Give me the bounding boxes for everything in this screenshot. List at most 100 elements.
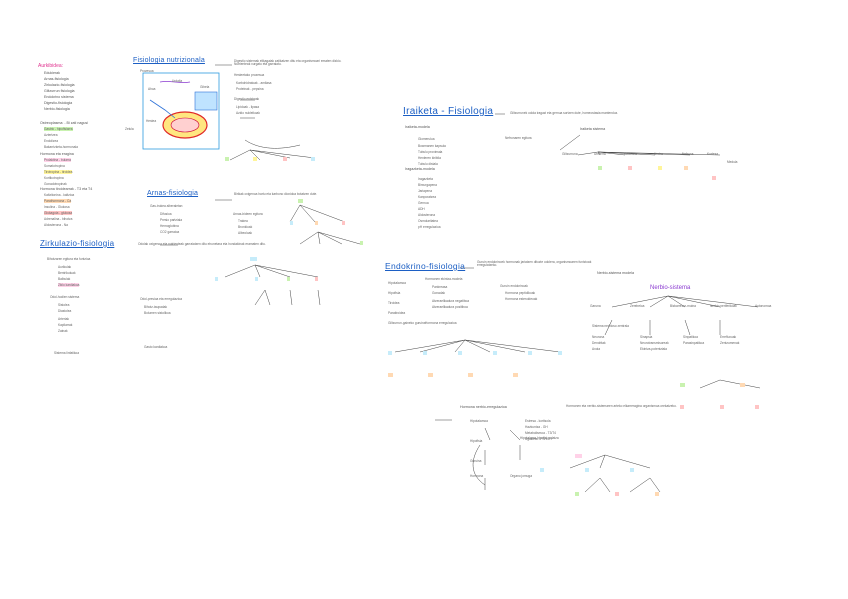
endokrino-title: Endokrino-fisiologia <box>385 262 465 271</box>
hormona-note: Hormonen eta nerbio-sistemaren arteko el… <box>566 405 716 408</box>
zirkulazio-note: Odolak oxigenoa eta nutrienteak garraiat… <box>138 243 266 246</box>
list-item: Tiroidea <box>388 302 399 305</box>
giltzurrun-tree: Giltzurruna Ureterra Maskuria Uretra Nef… <box>562 153 742 203</box>
list-b-title: Hormona eta eragina <box>40 153 74 157</box>
flow-node: Hormona <box>470 475 483 478</box>
giltzurrun-tree-root: Iraiketa sistema <box>580 128 605 132</box>
zirkulazio-title: Zirkulazio-fisiologia <box>40 240 114 248</box>
flow-node: Hipotalamoa <box>470 420 488 423</box>
endokrino-sub-1: Hormonen ekintza-modela <box>425 278 462 281</box>
arnas-sub-2: Arnas-bideen egitura <box>233 213 263 216</box>
list-item: Kaltzitonina - kaltzioa <box>44 194 74 197</box>
list-item: Gernua <box>418 202 429 205</box>
hormona-tree <box>530 455 710 545</box>
list-item: Paratiroidea <box>388 312 405 315</box>
list-item: Ziklo kardiakoa <box>58 283 79 287</box>
list-item: Bowmanen kapsula <box>418 145 446 148</box>
zirkulazio-sub-4: Sistema linfatikoa <box>54 352 79 355</box>
diagram-label: Hestea <box>146 120 156 123</box>
diagram-label: Ahoa <box>148 88 155 91</box>
list-item: Diastolea <box>58 310 71 313</box>
list-a-title: Ostreoplasma: - Bi zati nagusi <box>40 122 88 126</box>
list-item: Kortikotropina <box>44 177 64 180</box>
list-item: Presio partziala <box>160 219 182 222</box>
list-item: Pankreasa <box>432 286 447 289</box>
arnas-note: Birikak oxigenoa hartu eta karbono dioxi… <box>234 193 317 196</box>
list-item: Hemoglobina <box>160 225 179 228</box>
list-item: Albeoloak <box>238 232 252 235</box>
list-item: Zentzumenak <box>720 342 739 345</box>
zirkulazio-sub-3: Odol-presioa eta erregulazioa <box>140 298 182 301</box>
nerbio-branches: Garuna Zerebeloa Bizkarrezur-muina Nerbi… <box>590 305 790 325</box>
list-item: Digestio-fisiologia <box>44 102 72 106</box>
list-item: Hormona esteroideoak <box>505 298 537 301</box>
list-item: Aldosterona <box>418 214 435 217</box>
list-item: Aztertzea <box>44 134 57 137</box>
list-item: Birxurgapena <box>418 184 437 187</box>
zirkulazio-sub-1: Bihotzaren egitura eta funtzioa <box>47 258 90 261</box>
endokrino-sub-2: Hormona erregulazioa <box>425 322 457 325</box>
list-item: Iragazketa <box>418 178 433 181</box>
tree-node: Nerbio periferikoak <box>710 305 737 308</box>
list-item: Gonadotropinak <box>44 183 67 186</box>
tree-node: Medula <box>727 161 737 164</box>
list-item: Nerbio-fisiologia <box>44 108 70 112</box>
list-item: Edukierak <box>44 72 60 76</box>
tree-node: Uretra <box>654 153 663 156</box>
list-item: Arnas-fisiologia <box>44 78 69 82</box>
giltzurrun-title: Iraiketa - Fisiologia <box>403 107 493 118</box>
list-item: Tirotropina - tiroidea <box>44 170 72 174</box>
list-c-title: Hormona tiroidearrak - T3 eta T4 <box>40 188 92 192</box>
list-item: Karbohidratoak - amilasa <box>236 82 271 85</box>
list-item: Proteinak - pepsina <box>236 88 263 91</box>
giltzurrun-sub-3: Iragazketa-modela <box>405 168 435 172</box>
tree-node: Maskuria <box>624 153 637 156</box>
tree-node: Bizkarrezur-muina <box>670 305 696 308</box>
nerbio-sub-2: Sistema nerbioso zentrala <box>592 325 629 328</box>
list-item: Endokrino sistema <box>44 96 74 100</box>
endokrino-note: Guruin endokrinoek hormonak jariatzen di… <box>477 261 607 268</box>
giltzurrun-note: Giltzurrunek odola iragazi eta gernua so… <box>510 112 618 115</box>
list-item: Atzeraelikadura negatiboa <box>432 300 469 303</box>
list-item: Kanporatzea <box>418 196 436 199</box>
list-item: Parathormona - Ca <box>44 199 71 203</box>
list-item: Adrenalina - bihotza <box>44 218 72 221</box>
arnas-sub-1: Gas-trukea alberaletan <box>150 205 182 208</box>
nutrition-subtitle-intestine: Hesteetako prozesua <box>234 74 264 77</box>
list-item: Aldosterona - Na <box>44 224 68 227</box>
list-item: Errefluxuak <box>720 336 736 339</box>
list-item: Bihotz-taupadak <box>144 306 167 309</box>
list-item: Zirkulazio-fisiologia <box>44 84 75 88</box>
list-item: Balbulak <box>58 278 70 281</box>
tree-node: Nefrona <box>682 153 693 156</box>
list-item: Bolumen sistolikoa <box>144 312 171 315</box>
list-item: Difusioa <box>160 213 172 216</box>
diagram-label: Gibela <box>200 86 209 89</box>
nutrition-subtitle-enzymes: Digestio entzimak <box>234 98 259 101</box>
list-item: Neurona <box>592 336 604 339</box>
list-item: Gasto kardiakoa <box>144 346 167 349</box>
flow-node: Guruina <box>470 460 481 463</box>
diagram-label: Zelula <box>125 128 134 131</box>
tree-node: Kortexa <box>707 153 718 156</box>
nutrition-subtitle-process: Prozesua <box>140 70 153 73</box>
list-item: Gonadak <box>432 292 445 295</box>
left-heading: Aurkibidea: <box>38 64 63 69</box>
diagram-label: Urdaila <box>172 80 182 83</box>
list-item: Sistolea <box>58 304 69 307</box>
list-item: Atzeraelikadura positiboa <box>432 306 468 309</box>
list-item: Hormona peptidikoak <box>505 292 535 295</box>
list-item: ADH <box>418 208 425 211</box>
list-item: Osmolaritatea <box>418 220 438 223</box>
nerbio-subtree <box>680 378 800 428</box>
list-item: Kapilarrak <box>58 324 72 327</box>
nerbio-root: Nerbio-sistema <box>650 285 690 291</box>
list-item: Estresa - kortisola <box>525 420 551 423</box>
hormona-title: Hormona nerbio-erregulazioa <box>460 406 507 410</box>
endokrino-tree <box>388 352 588 402</box>
zirkulazio-tree <box>215 258 335 318</box>
list-item: Ekintza-potentziala <box>640 348 667 351</box>
tree-node: Ureterra <box>594 153 606 156</box>
